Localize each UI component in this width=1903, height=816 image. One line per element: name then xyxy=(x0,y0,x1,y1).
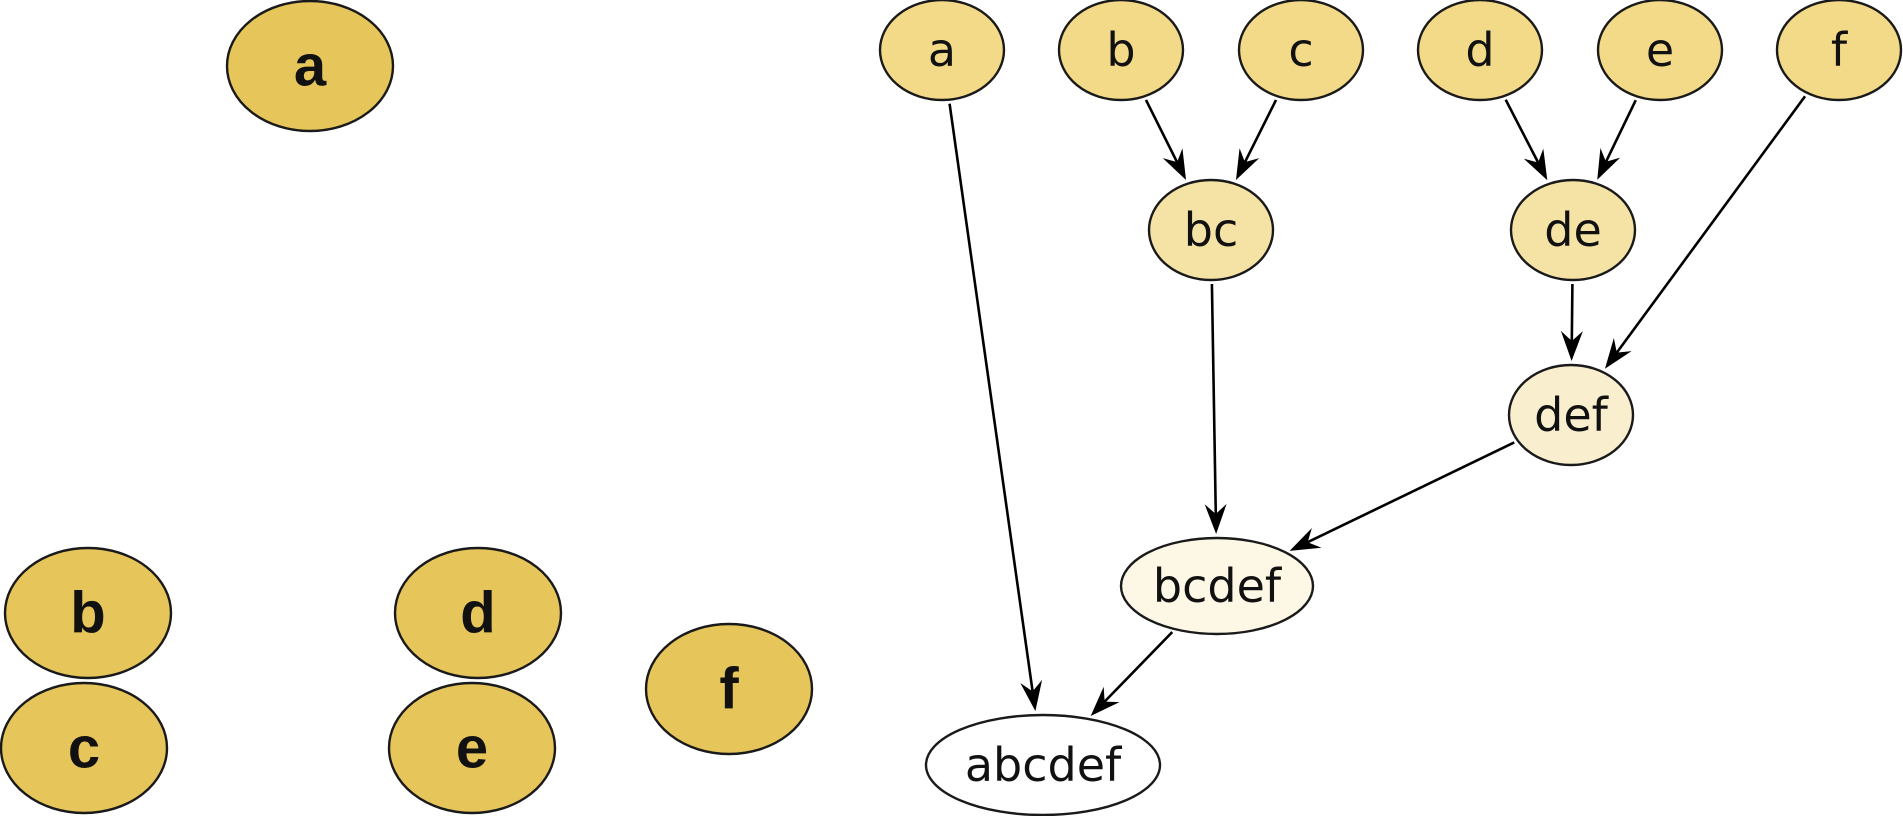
node-ellipse xyxy=(1775,0,1903,102)
node-ellipse xyxy=(1057,0,1185,102)
edge-line xyxy=(1210,283,1218,515)
tree-node-bcdef: bcdef xyxy=(1119,536,1315,636)
edge-line xyxy=(1604,99,1637,163)
edge-line xyxy=(1615,95,1807,354)
node-ellipse xyxy=(1416,0,1544,102)
node-ellipse xyxy=(1596,0,1724,102)
tree-node-f: f xyxy=(1775,0,1903,102)
node-ellipse xyxy=(1509,178,1637,282)
left-node-c: c xyxy=(0,681,169,815)
tree-node-c: c xyxy=(1237,0,1365,102)
edge-e-to-de xyxy=(1597,99,1637,180)
node-label: d xyxy=(1465,23,1494,77)
node-ellipse xyxy=(3,546,173,680)
edge-def-to-bcdef xyxy=(1289,441,1515,551)
left-node-f: f xyxy=(644,622,814,756)
node-ellipse xyxy=(0,681,169,815)
tree-node-def: def xyxy=(1507,363,1635,467)
edge-b-to-bc xyxy=(1144,99,1187,181)
node-ellipse xyxy=(1507,363,1635,467)
arrowhead-icon xyxy=(1289,527,1322,551)
edge-de-to-def xyxy=(1560,283,1583,362)
tree-node-d: d xyxy=(1416,0,1544,102)
node-ellipse xyxy=(225,0,395,133)
arrowhead-icon xyxy=(1090,686,1120,716)
node-ellipse xyxy=(393,546,563,680)
edge-line xyxy=(1103,631,1174,703)
node-label: bc xyxy=(1184,203,1239,257)
left-node-e: e xyxy=(387,681,557,815)
node-label: b xyxy=(1106,23,1135,77)
node-label: abcdef xyxy=(965,738,1123,792)
node-label: de xyxy=(1544,203,1602,257)
edge-line xyxy=(1570,283,1574,342)
arrowhead-icon xyxy=(1020,679,1043,712)
node-label: c xyxy=(1288,23,1313,77)
node-label: e xyxy=(456,716,488,781)
arrowhead-icon xyxy=(1597,148,1621,180)
tree-node-b: b xyxy=(1057,0,1185,102)
arrowhead-icon xyxy=(1162,148,1187,181)
edge-f-to-def xyxy=(1604,95,1807,369)
node-label: f xyxy=(1831,23,1849,77)
node-ellipse xyxy=(878,0,1006,102)
node-label: bcdef xyxy=(1153,559,1283,613)
node-ellipse xyxy=(644,622,814,756)
edge-line xyxy=(948,103,1034,692)
node-label: a xyxy=(928,23,956,77)
arrowhead-icon xyxy=(1523,148,1548,181)
edges-layer xyxy=(948,95,1807,716)
edge-line xyxy=(1307,441,1515,544)
edge-a-to-abcdef xyxy=(948,103,1043,712)
left-node-d: d xyxy=(393,546,563,680)
node-label: b xyxy=(70,581,105,646)
node-label: c xyxy=(68,716,100,781)
tree-node-e: e xyxy=(1596,0,1724,102)
edge-line xyxy=(1144,99,1179,163)
node-ellipse xyxy=(387,681,557,815)
node-label: d xyxy=(460,581,495,646)
arrowhead-icon xyxy=(1560,330,1583,362)
edge-bcdef-to-abcdef xyxy=(1090,631,1174,716)
node-ellipse xyxy=(1147,178,1275,282)
tree-node-abcdef: abcdef xyxy=(924,713,1162,816)
edge-bc-to-bcdef xyxy=(1204,283,1227,535)
left-node-b: b xyxy=(3,546,173,680)
node-ellipse xyxy=(1237,0,1365,102)
tree-node-de: de xyxy=(1509,178,1637,282)
edge-line xyxy=(1243,99,1278,163)
node-ellipse xyxy=(924,713,1162,816)
node-ellipse xyxy=(1119,536,1315,636)
arrowhead-icon xyxy=(1235,148,1260,181)
edge-c-to-bc xyxy=(1235,99,1278,181)
arrowhead-icon xyxy=(1604,338,1632,369)
left-node-a: a xyxy=(225,0,395,133)
tree-node-bc: bc xyxy=(1147,178,1275,282)
arrowhead-icon xyxy=(1204,503,1227,535)
edge-line xyxy=(1504,99,1540,164)
edge-d-to-de xyxy=(1504,99,1548,181)
tree-node-a: a xyxy=(878,0,1006,102)
node-label: def xyxy=(1534,388,1610,442)
node-label: f xyxy=(719,657,739,722)
node-label: a xyxy=(294,34,327,99)
node-label: e xyxy=(1646,23,1674,77)
